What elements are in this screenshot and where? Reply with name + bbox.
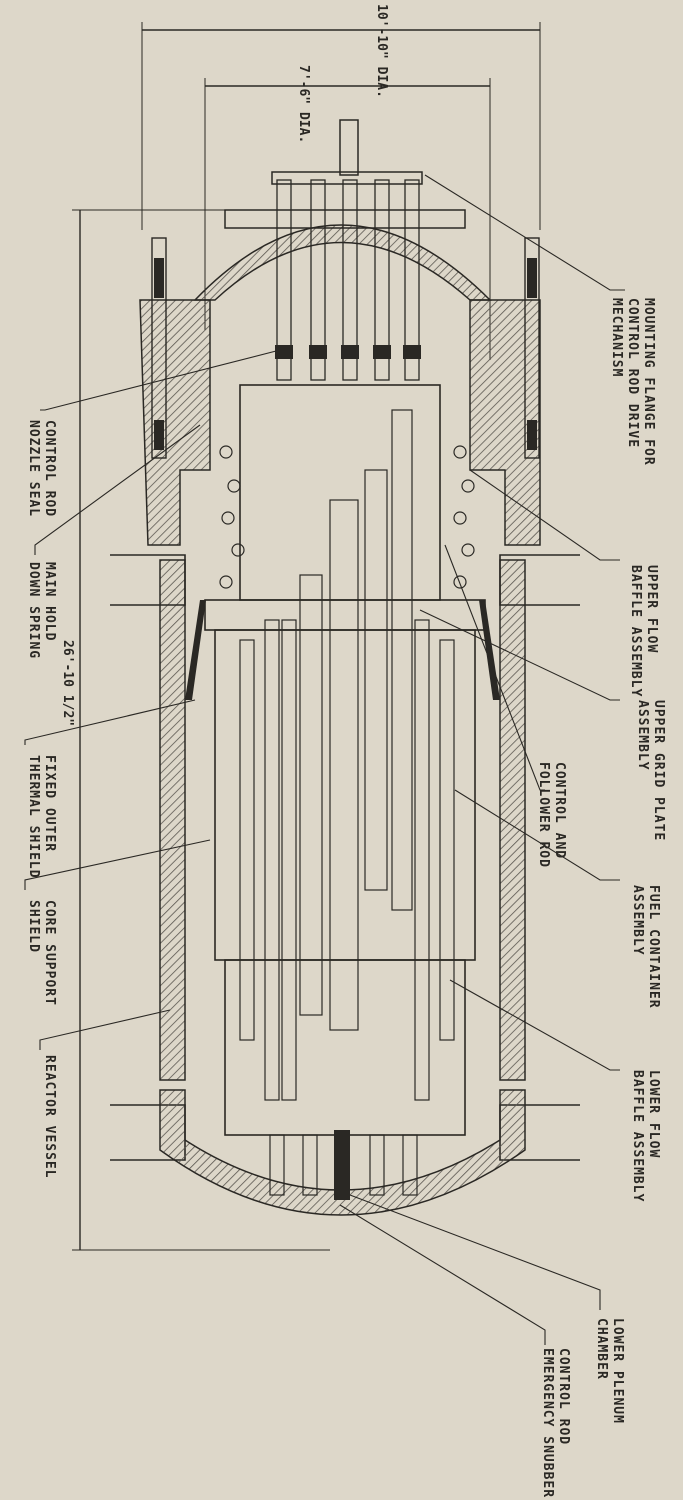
svg-text:CONTROL ROD DRIVE: CONTROL ROD DRIVE [625, 298, 640, 448]
svg-text:CONTROL ROD: CONTROL ROD [42, 420, 57, 517]
leader-lines [24, 174, 625, 1345]
top-closure [151, 119, 540, 459]
svg-text:REACTOR VESSEL: REACTOR VESSEL [42, 1055, 57, 1179]
inner-diameter-text: 7'-6" DIA. [296, 65, 311, 143]
svg-text:FOLLOWER ROD: FOLLOWER ROD [536, 762, 551, 868]
label-lower-plenum: LOWER PLENUM CHAMBER [594, 1318, 625, 1424]
dimension-inner-diameter: 7'-6" DIA. [204, 65, 491, 360]
label-main-hold-down-spring: MAIN HOLD DOWN SPRING [26, 562, 57, 659]
label-mounting-flange: MOUNTING FLANGE FOR CONTROL ROD DRIVE ME… [609, 298, 656, 466]
svg-text:BAFFLE ASSEMBLY: BAFFLE ASSEMBLY [630, 1070, 645, 1202]
label-control-rod-snubber: CONTROL ROD EMERGENCY SNUBBER [540, 1348, 571, 1498]
rod-drive-5 [403, 179, 421, 381]
svg-text:ASSEMBLY: ASSEMBLY [635, 700, 650, 771]
svg-text:MOUNTING FLANGE FOR: MOUNTING FLANGE FOR [641, 298, 656, 466]
rod-drive-3 [341, 179, 359, 381]
label-upper-flow-baffle: UPPER FLOW BAFFLE ASSEMBLY [628, 565, 659, 697]
rod-drive-1 [275, 179, 293, 381]
svg-text:EMERGENCY SNUBBER: EMERGENCY SNUBBER [540, 1348, 555, 1498]
label-reactor-vessel: REACTOR VESSEL [42, 1055, 57, 1179]
dimension-overall-height: 26'-10 1/2" [60, 209, 330, 1251]
label-fuel-container: FUEL CONTAINER ASSEMBLY [630, 885, 661, 1009]
svg-text:CORE SUPPORT: CORE SUPPORT [42, 900, 57, 1006]
svg-text:UPPER GRID PLATE: UPPER GRID PLATE [651, 700, 666, 841]
svg-text:ASSEMBLY: ASSEMBLY [630, 885, 645, 956]
rod-drive-2 [309, 179, 327, 381]
label-fixed-outer-thermal-shield: FIXED OUTER THERMAL SHIELD [26, 755, 57, 879]
label-control-follower: CONTROL AND FOLLOWER ROD [536, 762, 567, 868]
label-lower-flow-baffle: LOWER FLOW BAFFLE ASSEMBLY [630, 1070, 661, 1202]
dimension-outer-diameter: 10'-10" DIA. [141, 4, 541, 230]
svg-text:CHAMBER: CHAMBER [594, 1318, 609, 1380]
svg-text:DOWN SPRING: DOWN SPRING [26, 562, 41, 659]
overall-height-text: 26'-10 1/2" [60, 640, 75, 726]
svg-text:UPPER FLOW: UPPER FLOW [644, 565, 659, 653]
svg-text:MAIN HOLD: MAIN HOLD [42, 562, 57, 641]
emergency-snubber-mark [334, 1130, 350, 1200]
svg-text:NOZZLE SEAL: NOZZLE SEAL [26, 420, 41, 517]
label-control-rod-nozzle-seal: CONTROL ROD NOZZLE SEAL [26, 420, 57, 517]
svg-text:FUEL CONTAINER: FUEL CONTAINER [646, 885, 661, 1009]
svg-text:LOWER PLENUM: LOWER PLENUM [610, 1318, 625, 1424]
reactor-vessel-wall [110, 224, 580, 1216]
svg-text:SHIELD: SHIELD [26, 900, 41, 953]
svg-text:MECHANISM: MECHANISM [609, 298, 624, 377]
label-upper-grid-plate: UPPER GRID PLATE ASSEMBLY [635, 700, 666, 841]
control-rod-drives [275, 179, 421, 381]
core-internals [185, 384, 500, 1200]
label-core-support-shield: CORE SUPPORT SHIELD [26, 900, 57, 1006]
svg-text:CONTROL ROD: CONTROL ROD [556, 1348, 571, 1445]
rod-drive-4 [373, 179, 391, 381]
svg-text:THERMAL SHIELD: THERMAL SHIELD [26, 755, 41, 879]
svg-text:BAFFLE ASSEMBLY: BAFFLE ASSEMBLY [628, 565, 643, 697]
outer-diameter-text: 10'-10" DIA. [374, 4, 389, 98]
svg-text:CONTROL AND: CONTROL AND [552, 762, 567, 859]
svg-text:FIXED OUTER: FIXED OUTER [42, 755, 57, 852]
svg-text:LOWER FLOW: LOWER FLOW [646, 1070, 661, 1158]
